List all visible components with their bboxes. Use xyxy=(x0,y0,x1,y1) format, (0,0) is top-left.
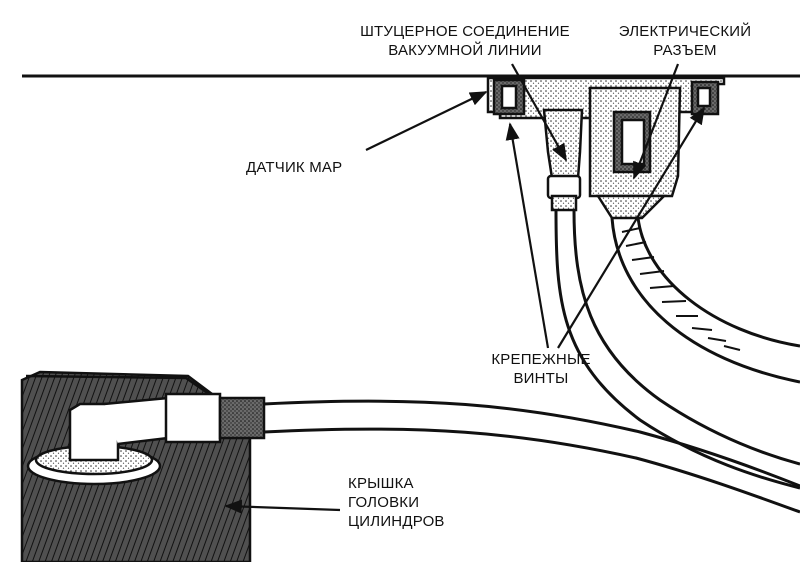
leader-map-sensor xyxy=(365,91,488,151)
label-map-sensor: ДАТЧИК MAP xyxy=(246,158,342,177)
label-cylinder-head-cover-line-2: ГОЛОВКИ xyxy=(348,494,420,511)
vacuum-fitting xyxy=(542,108,584,212)
label-electrical-connector-line-1: ЭЛЕКТРИЧЕСКИЙ xyxy=(618,23,752,40)
label-vacuum-fitting-line-1: ШТУЦЕРНОЕ СОЕДИНЕНИЕ xyxy=(360,23,570,40)
leader-vacuum-fitting xyxy=(511,63,567,162)
leader-head-cover xyxy=(224,499,341,514)
vacuum-port xyxy=(26,392,266,486)
electrical-connector xyxy=(588,86,682,220)
leader-electrical-connector xyxy=(632,63,680,180)
label-electrical-connector: ЭЛЕКТРИЧЕСКИЙ РАЗЪЕМ xyxy=(600,22,770,60)
label-mounting-screws-line-1: КРЕПЕЖНЫЕ xyxy=(491,351,591,368)
leader-lines xyxy=(224,63,705,514)
label-vacuum-fitting: ШТУЦЕРНОЕ СОЕДИНЕНИЕ ВАКУУМНОЙ ЛИНИИ xyxy=(346,22,584,60)
harness-spiral-wrap xyxy=(621,227,741,351)
label-mounting-screws: КРЕПЕЖНЫЕ ВИНТЫ xyxy=(478,350,604,388)
leader-screw-right xyxy=(557,106,705,349)
label-vacuum-fitting-line-2: ВАКУУМНОЙ ЛИНИИ xyxy=(388,42,542,59)
label-cylinder-head-cover: КРЫШКА ГОЛОВКИ ЦИЛИНДРОВ xyxy=(348,474,445,531)
vacuum-line xyxy=(263,399,800,514)
label-cylinder-head-cover-line-1: КРЫШКА xyxy=(348,475,414,492)
label-cylinder-head-cover-line-3: ЦИЛИНДРОВ xyxy=(348,513,445,530)
label-mounting-screws-line-2: ВИНТЫ xyxy=(513,370,569,387)
leader-screw-left xyxy=(505,122,550,349)
vacuum-hose-and-harness xyxy=(554,209,800,490)
label-electrical-connector-line-2: РАЗЪЕМ xyxy=(653,42,717,59)
label-map-sensor-line-1: ДАТЧИК MAP xyxy=(246,159,343,176)
